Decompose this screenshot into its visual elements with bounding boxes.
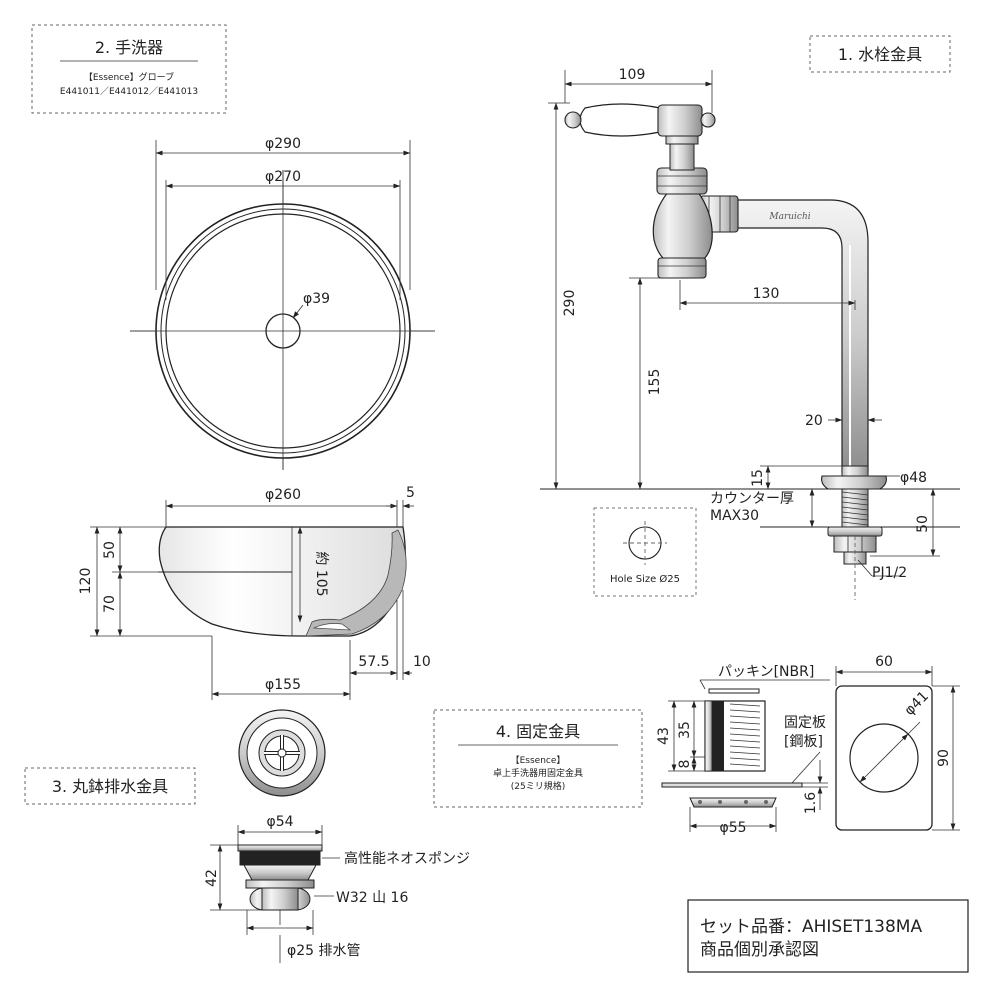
bracket-series: 【Essence】 (511, 755, 566, 766)
counter-thickness-max: MAX30 (710, 508, 759, 524)
basin-side-section: φ260 5 120 50 70 約 105 φ155 57.5 10 (78, 485, 431, 700)
hole-size-box: Hole Size Ø25 (593, 507, 697, 597)
bracket-body-height: 35 (677, 721, 693, 739)
drain-top-view (238, 709, 326, 797)
basin-lower-height: 70 (102, 595, 118, 613)
plate-thickness: 1.6 (803, 792, 819, 814)
plate-width: 60 (875, 654, 893, 670)
bracket-product-name: 卓上手洗器用固定金具 (493, 767, 583, 779)
bracket-total-height: 43 (656, 727, 672, 745)
faucet-title: 1. 水栓金具 (838, 45, 922, 64)
basin-inner-diameter: φ270 (265, 169, 301, 185)
basin-top-view: φ290 φ270 φ39 (130, 136, 435, 470)
bracket-title: 4. 固定金具 (496, 722, 580, 741)
basin-title-box: 2. 手洗器 【Essence】グローブ E441011／E441012／E44… (31, 24, 227, 114)
set-product-number: セット品番：AHISET138MA (700, 917, 922, 937)
drain-title: 3. 丸鉢排水金具 (52, 777, 168, 796)
bracket-plate-view: φ41 60 90 (835, 654, 960, 831)
brand-engraving: Maruichi (768, 212, 810, 222)
base-diameter: φ48 (900, 470, 927, 486)
basin-inner-depth: 約 105 (313, 551, 329, 596)
plate-length: 90 (936, 749, 952, 767)
pipe-diameter: 20 (805, 413, 823, 429)
basin-model-numbers: E441011／E441012／E441013 (60, 86, 198, 97)
basin-upper-height: 50 (102, 541, 118, 559)
faucet-drawing: Maruichi 109 290 (540, 67, 960, 600)
fixing-plate-material: [鋼板] (784, 734, 823, 750)
basin-series: 【Essence】グローブ (84, 71, 174, 83)
set-number-box: セット品番：AHISET138MA 商品個別承認図 (687, 899, 969, 973)
basin-base-diameter: φ155 (265, 677, 301, 693)
faucet-title-box: 1. 水栓金具 (809, 35, 951, 73)
wall-thickness: 10 (413, 654, 431, 670)
shank-length: 50 (915, 515, 931, 533)
faucet-handle-reach: 109 (619, 67, 646, 83)
spout-reach: 130 (753, 286, 780, 302)
counter-thickness-label: カウンター厚 (710, 491, 794, 507)
basin-title: 2. 手洗器 (95, 38, 163, 57)
bracket-side-view: パッキン[NBR] 43 35 8 固定板 [鋼板] 1.6 φ55 (656, 664, 830, 836)
basin-outer-diameter: φ290 (265, 136, 301, 152)
spout-clearance: 155 (647, 369, 663, 396)
sponge-gasket-label: 高性能ネオスポンジ (344, 850, 470, 867)
bracket-standard: (25ミリ規格) (511, 780, 565, 792)
fixing-plate-label: 固定板 (784, 715, 826, 731)
bracket-plate-height: 8 (677, 760, 693, 769)
drain-thread-spec: W32 山 16 (336, 890, 408, 906)
packing-label: パッキン[NBR] (718, 664, 814, 680)
bracket-flange-diameter: φ55 (719, 820, 746, 836)
base-height: 15 (750, 469, 766, 487)
faucet-total-height: 290 (562, 290, 578, 317)
bracket-title-box: 4. 固定金具 【Essence】 卓上手洗器用固定金具 (25ミリ規格) (433, 709, 643, 808)
approval-drawing-label: 商品個別承認図 (700, 940, 819, 960)
basin-top-diameter: φ260 (265, 487, 301, 503)
drain-pipe-diameter: φ25 排水管 (287, 943, 361, 959)
drain-height: 42 (204, 869, 220, 887)
drain-flange-diameter: φ54 (266, 814, 293, 830)
drain-hole-diameter: φ39 (303, 291, 330, 307)
thread-size: PJ1/2 (872, 565, 907, 581)
basin-height: 120 (78, 568, 94, 595)
drain-offset: 57.5 (358, 654, 389, 670)
rim-thickness: 5 (406, 485, 415, 501)
drain-title-box: 3. 丸鉢排水金具 (24, 767, 196, 805)
hole-size-label: Hole Size Ø25 (610, 573, 680, 585)
drain-side-view: φ54 42 高性能ネオスポンジ W32 山 16 φ25 排水管 (204, 814, 470, 963)
